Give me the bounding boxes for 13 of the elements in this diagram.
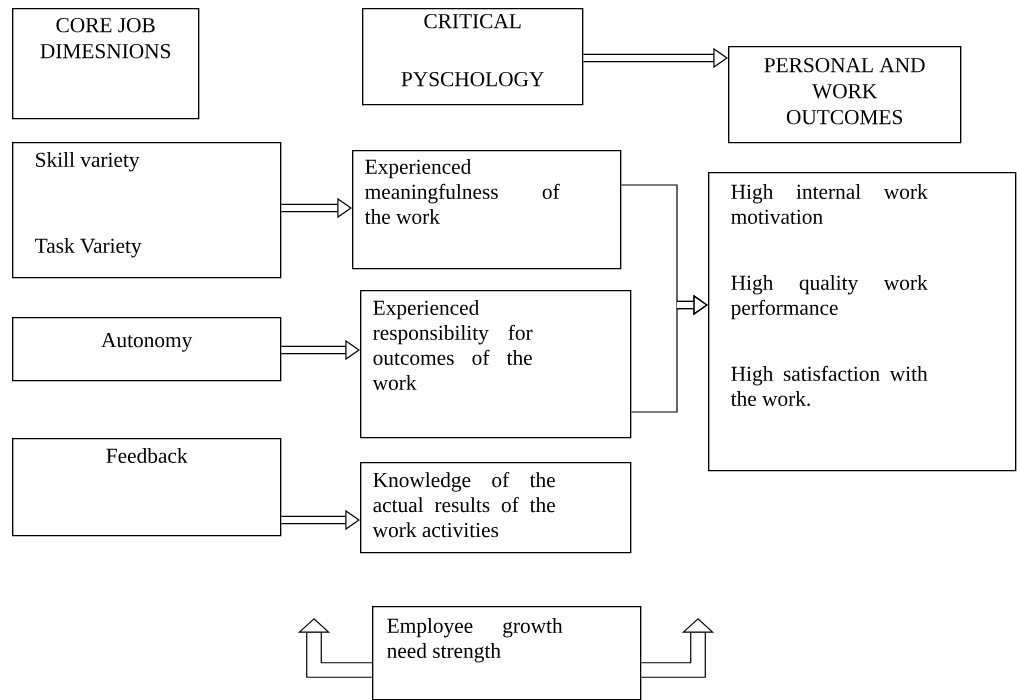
heading-box: CRITICAL PYSCHOLOGY: [362, 8, 584, 106]
heading-box: PERSONAL AND WORK OUTCOMES: [728, 46, 962, 144]
outcome-box: High internal work motivation High quality work performance High satisfaction with the work.: [708, 172, 1017, 472]
arrow: [630, 294, 708, 413]
arrow: [297, 618, 372, 678]
process-box: Autonomy: [12, 317, 282, 382]
process-box: Knowledge of the actual results of the work activities: [360, 462, 632, 554]
process-box: Employee growth need strength: [372, 606, 642, 700]
process-box: Feedback: [12, 438, 282, 537]
process-box: Experienced meaningfulness of the work: [352, 150, 622, 270]
process-box: Skill variety Task Variety: [12, 142, 282, 279]
process-box: Experienced responsibility for outcomes of the work: [360, 290, 632, 439]
heading-box: CORE JOB DIMESNIONS: [12, 8, 200, 120]
